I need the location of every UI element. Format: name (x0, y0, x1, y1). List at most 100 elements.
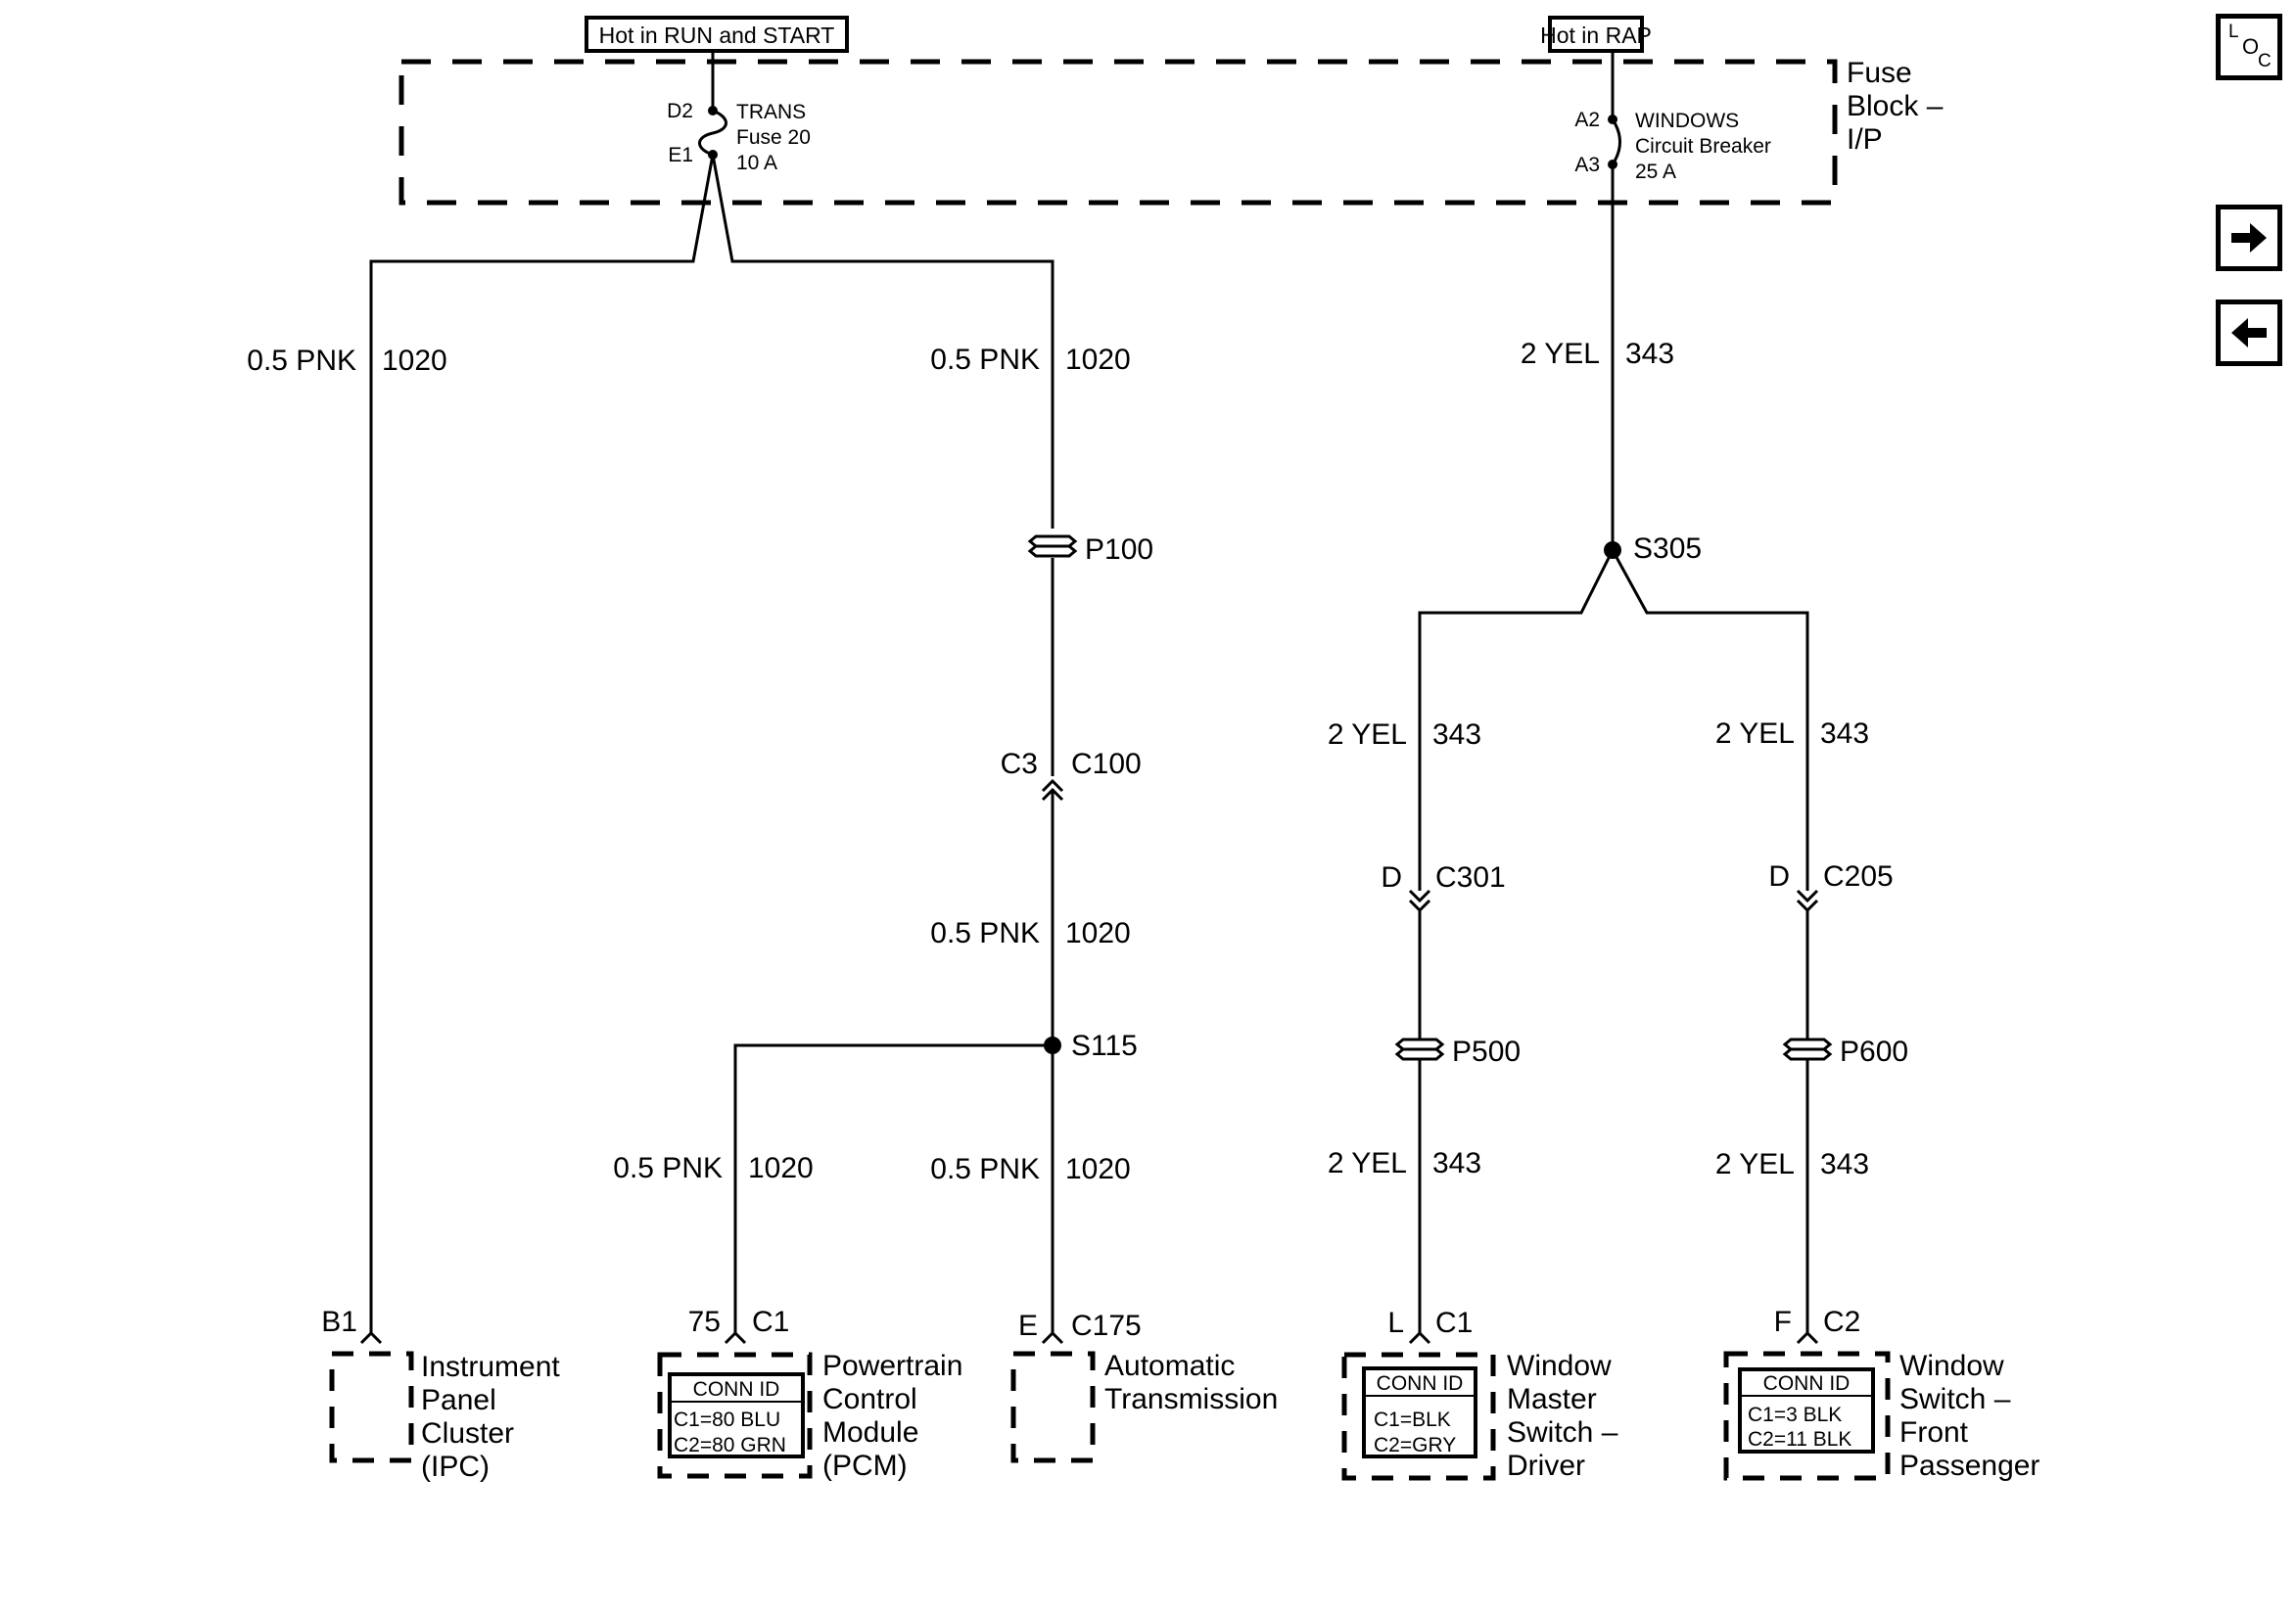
splice-label: S305 (1633, 532, 1702, 565)
fuse-block-outline (398, 59, 1838, 206)
component-pcm: 75 C1 CONN ID C1=80 BLU C2=80 GRN Powert… (657, 1306, 962, 1482)
previous-page-button[interactable] (2216, 300, 2282, 366)
wire-size-color: 2 YEL (1715, 1148, 1795, 1180)
component-window-master-switch-driver: L C1 CONN ID C1=BLK C2=GRY Window Master… (1341, 1307, 1618, 1482)
conn-id-row: C1=BLK (1374, 1409, 1451, 1431)
component-name-line: Instrument (421, 1351, 560, 1383)
component-name-line: Window (1507, 1350, 1612, 1382)
wire-circuit-number: 343 (1625, 338, 1674, 370)
wire-circuit-number: 343 (1820, 1148, 1869, 1180)
power-source-box (1548, 16, 1644, 53)
next-page-button[interactable] (2216, 205, 2282, 271)
wire-size-color: 0.5 PNK (930, 344, 1040, 376)
component-outline (1341, 1352, 1496, 1481)
component-pin: E (1018, 1310, 1038, 1342)
trans-fuse: D2 E1 TRANS Fuse 20 10 A (667, 51, 811, 174)
connector-male-icon (1796, 889, 1819, 903)
component-outline (1723, 1351, 1891, 1481)
wire-size-color: 0.5 PNK (613, 1152, 723, 1184)
terminal-icon (724, 1330, 747, 1345)
fuse-block-title-line: Fuse (1847, 57, 1912, 89)
conn-id-row: C2=GRY (1374, 1434, 1456, 1456)
fuse-block-title-line: Block – (1847, 90, 1944, 122)
fuse-symbol-icon (698, 109, 727, 157)
pass-through-label: P100 (1085, 533, 1153, 566)
power-source-label: Hot in RUN and START (599, 23, 835, 48)
component-pin: F (1774, 1306, 1792, 1338)
component-name-line: Module (822, 1416, 918, 1449)
wire-circuit-number: 343 (1820, 717, 1869, 750)
terminal-icon (359, 1330, 383, 1345)
connector-pin: D (1768, 860, 1790, 893)
arrow-left-icon (2231, 318, 2267, 347)
conn-id-box (1738, 1367, 1875, 1454)
component-name-line: Control (822, 1383, 917, 1415)
wire-circuit-number: 1020 (382, 345, 447, 377)
locator-button[interactable]: L O C (2216, 14, 2282, 80)
wire-circuit-number: 1020 (748, 1152, 814, 1184)
connector-male-icon (1408, 889, 1431, 903)
conn-id-row: C1=3 BLK (1748, 1404, 1842, 1426)
wire-343-to-c205 (1611, 549, 1809, 891)
conn-id-title: CONN ID (693, 1378, 780, 1401)
power-source-box (585, 16, 849, 53)
wire-size-color: 0.5 PNK (930, 1153, 1040, 1185)
power-source-label: Hot in RAP (1540, 23, 1652, 48)
component-name-line: Passenger (1899, 1450, 2039, 1482)
connector-id: C301 (1435, 861, 1506, 894)
connector-id: C100 (1071, 748, 1142, 780)
wire-size-color: 2 YEL (1328, 1147, 1407, 1179)
component-name-line: Switch – (1899, 1383, 2011, 1415)
loc-icon-letter-o: O (2242, 34, 2260, 59)
breaker-type: Circuit Breaker (1635, 135, 1771, 158)
inline-connector-c100: C3 C100 (1001, 748, 1142, 802)
conn-id-row: C2=11 BLK (1748, 1428, 1851, 1451)
wire-size-color: 0.5 PNK (247, 345, 356, 377)
component-connector: C175 (1071, 1310, 1142, 1342)
grommet-icon (1394, 1047, 1445, 1061)
inline-connector-c301: D C301 (1381, 861, 1506, 913)
breaker-rating: 25 A (1635, 161, 1676, 183)
wire-circuit-number: 1020 (1065, 917, 1131, 949)
pass-through-p600: P600 (1782, 1036, 1908, 1068)
component-name-line: Master (1507, 1383, 1597, 1415)
wire-circuit-number: 1020 (1065, 344, 1131, 376)
component-name-line: Front (1899, 1416, 1969, 1449)
connector-pin: C3 (1001, 748, 1038, 780)
fuse-number: Fuse 20 (736, 126, 811, 149)
wire-size-color: 2 YEL (1521, 338, 1600, 370)
connector-pin: D (1381, 861, 1402, 894)
component-ipc: B1 Instrument Panel Cluster (IPC) (321, 1306, 560, 1483)
component-name-line: Window (1899, 1350, 2004, 1382)
fuse-out-terminal: E1 (668, 144, 693, 166)
terminal-icon (1041, 1330, 1064, 1345)
breaker-out-terminal: A3 (1574, 154, 1600, 176)
grommet-icon (1782, 1047, 1833, 1061)
fuse-rating: 10 A (736, 152, 777, 174)
wire-343-to-c301 (1418, 549, 1615, 891)
component-pin: 75 (688, 1306, 721, 1338)
component-automatic-transmission: E C175 Automatic Transmission (1010, 1310, 1278, 1463)
component-pin: B1 (321, 1306, 357, 1338)
pass-through-label: P500 (1452, 1036, 1521, 1068)
pass-through-p500: P500 (1394, 1036, 1521, 1068)
component-name-line: Switch – (1507, 1416, 1618, 1449)
fuse-in-terminal: D2 (667, 100, 693, 122)
component-name-line: Automatic (1104, 1350, 1235, 1382)
fuse-block: Fuse Block – I/P (398, 57, 1944, 206)
inline-connector-c205: D C205 (1768, 860, 1894, 913)
component-connector: C1 (752, 1306, 789, 1338)
fuse-block-title-line: I/P (1847, 123, 1883, 156)
pass-through-p100: P100 (1027, 533, 1153, 566)
pass-through-label: P600 (1840, 1036, 1908, 1068)
component-name-line: Transmission (1104, 1383, 1278, 1415)
conn-id-row: C2=80 GRN (674, 1434, 786, 1456)
power-source-run-start: Hot in RUN and START (585, 16, 849, 53)
connector-female-icon (1041, 778, 1064, 793)
wire-circuit-number: 343 (1432, 1147, 1481, 1179)
component-pin: L (1387, 1307, 1404, 1339)
component-connector: C1 (1435, 1307, 1473, 1339)
power-source-rap: Hot in RAP (1540, 16, 1652, 53)
wire-1020-to-pcm (733, 1043, 1053, 1333)
